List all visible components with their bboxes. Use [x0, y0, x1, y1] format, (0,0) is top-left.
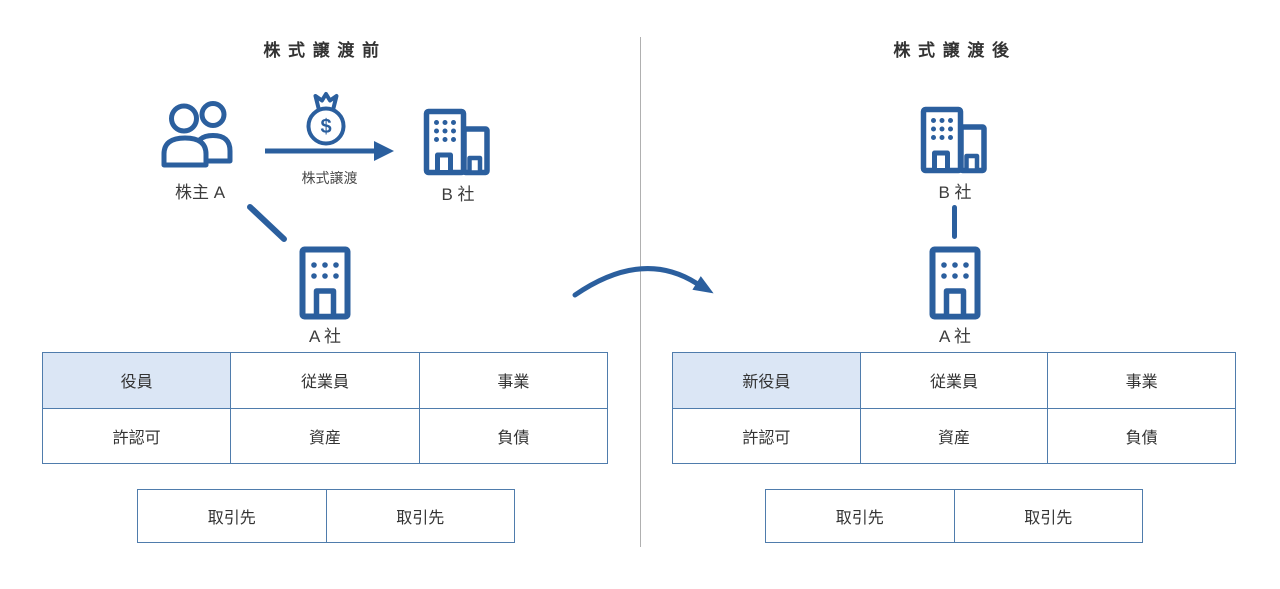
before-assets-table: 役員 従業員 事業 許認可 資産 負債 — [42, 352, 608, 464]
parent-subsidiary-link — [952, 205, 957, 239]
partner-cell: 取引先 — [766, 490, 954, 542]
partner-cell: 取引先 — [138, 490, 326, 542]
table-cell-assets: 資産 — [231, 408, 419, 463]
table-cell-liabilities: 負債 — [419, 408, 607, 463]
company-b-label-after: B 社 — [938, 183, 972, 202]
after-panel-title: 株式譲渡後 — [893, 41, 1017, 60]
company-a-building-icon — [929, 246, 981, 320]
table-cell-new-officers: 新役員 — [673, 353, 860, 408]
transfer-arrow-icon — [265, 141, 394, 161]
after-partners-table: 取引先 取引先 — [765, 489, 1143, 543]
before-panel-title: 株式譲渡前 — [263, 41, 387, 60]
table-cell-permits: 許認可 — [43, 408, 231, 463]
dollar-symbol: $ — [320, 116, 331, 138]
table-cell-business: 事業 — [1048, 353, 1235, 408]
company-b-building-icon — [423, 108, 490, 176]
money-bag-icon: $ — [306, 92, 346, 146]
partner-cell: 取引先 — [954, 490, 1142, 542]
company-a-building-icon — [299, 246, 351, 320]
transition-arrow-icon — [572, 266, 714, 298]
company-b-label-before: B 社 — [441, 185, 475, 204]
center-divider — [640, 37, 641, 547]
table-cell-officers: 役員 — [43, 353, 231, 408]
partner-cell: 取引先 — [326, 490, 514, 542]
ownership-line-icon — [247, 204, 287, 242]
company-a-label-before: A 社 — [308, 327, 342, 346]
before-partners-table: 取引先 取引先 — [137, 489, 515, 543]
table-cell-liabilities: 負債 — [1048, 408, 1235, 463]
after-assets-table: 新役員 従業員 事業 許認可 資産 負債 — [672, 352, 1236, 464]
company-a-label-after: A 社 — [938, 327, 972, 346]
table-cell-business: 事業 — [419, 353, 607, 408]
transfer-label: 株式譲渡 — [301, 170, 358, 186]
table-cell-permits: 許認可 — [673, 408, 860, 463]
table-cell-assets: 資産 — [860, 408, 1048, 463]
shareholders-icon — [161, 101, 233, 168]
company-b-building-icon — [920, 106, 987, 174]
table-cell-employees: 従業員 — [231, 353, 419, 408]
table-cell-employees: 従業員 — [860, 353, 1048, 408]
shareholder-a-label: 株主 A — [174, 183, 226, 202]
